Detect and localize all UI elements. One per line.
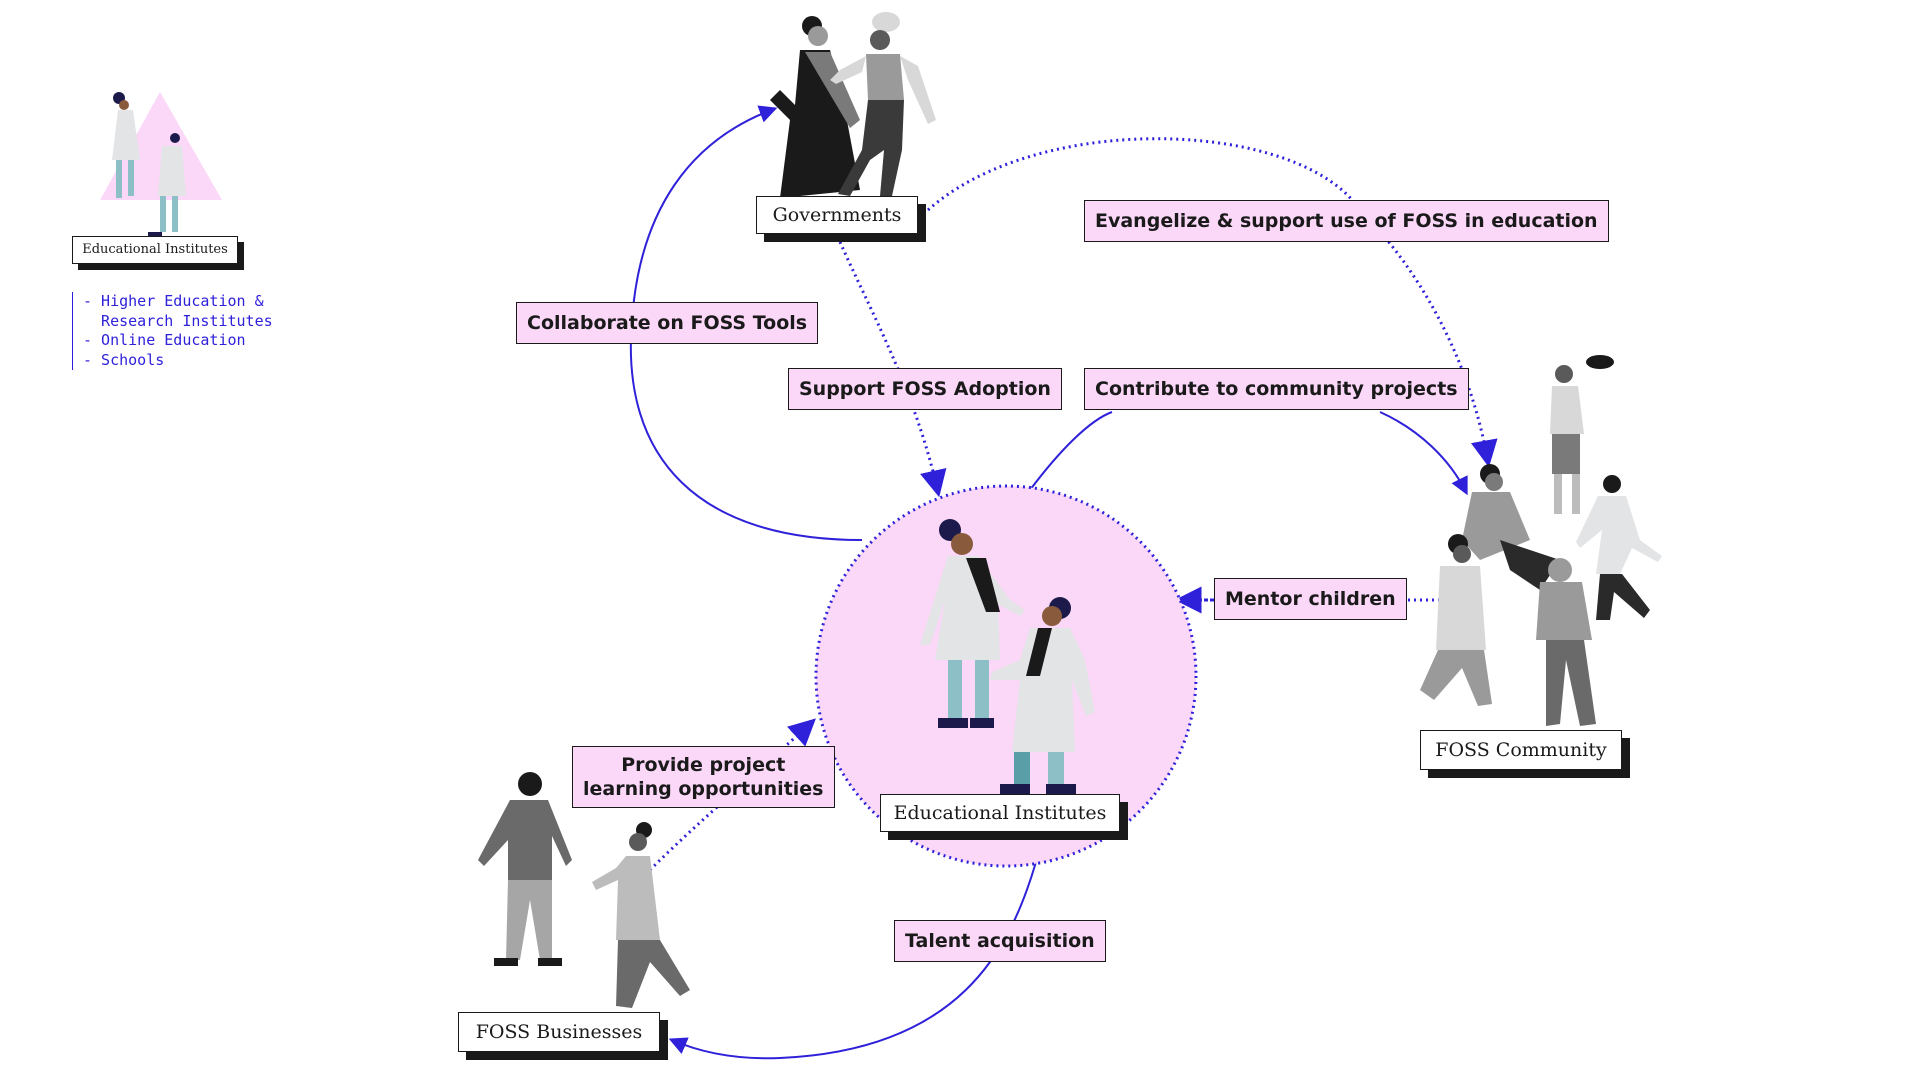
legend-title: Educational Institutes xyxy=(72,236,238,264)
foss-businesses-label: FOSS Businesses xyxy=(458,1012,660,1052)
foss-community-label: FOSS Community xyxy=(1420,730,1622,770)
foss-community-figures xyxy=(1420,355,1662,726)
legend-illustration xyxy=(100,92,222,236)
legend-item: - Online Education xyxy=(83,331,246,349)
foss-businesses-figures xyxy=(478,772,690,1008)
evangelize-label: Evangelize & support use of FOSS in educ… xyxy=(1084,200,1609,242)
legend-item: Research Institutes xyxy=(83,311,273,330)
talent-label: Talent acquisition xyxy=(894,920,1106,962)
arrow-evangelize xyxy=(927,137,1498,468)
provide-label-line1: Provide project xyxy=(621,754,786,776)
legend-item: - Schools xyxy=(83,350,165,369)
educational-institutes-node xyxy=(814,484,1198,868)
support-adoption-label: Support FOSS Adoption xyxy=(788,368,1062,410)
mentor-label: Mentor children xyxy=(1214,578,1407,620)
governments-label: Governments xyxy=(756,196,918,234)
educational-institutes-label: Educational Institutes xyxy=(880,794,1120,832)
contribute-label: Contribute to community projects xyxy=(1084,368,1469,410)
legend-list: - Higher Education & Research Institutes… xyxy=(72,292,273,370)
governments-figures xyxy=(770,12,936,198)
provide-label: Provide project learning opportunities xyxy=(572,746,835,808)
provide-label-line2: learning opportunities xyxy=(583,778,824,800)
arrow-contribute xyxy=(1029,411,1466,492)
arrow-support-adoption xyxy=(838,241,947,498)
collaborate-label: Collaborate on FOSS Tools xyxy=(516,302,819,344)
legend-item: - Higher Education & xyxy=(83,292,264,310)
